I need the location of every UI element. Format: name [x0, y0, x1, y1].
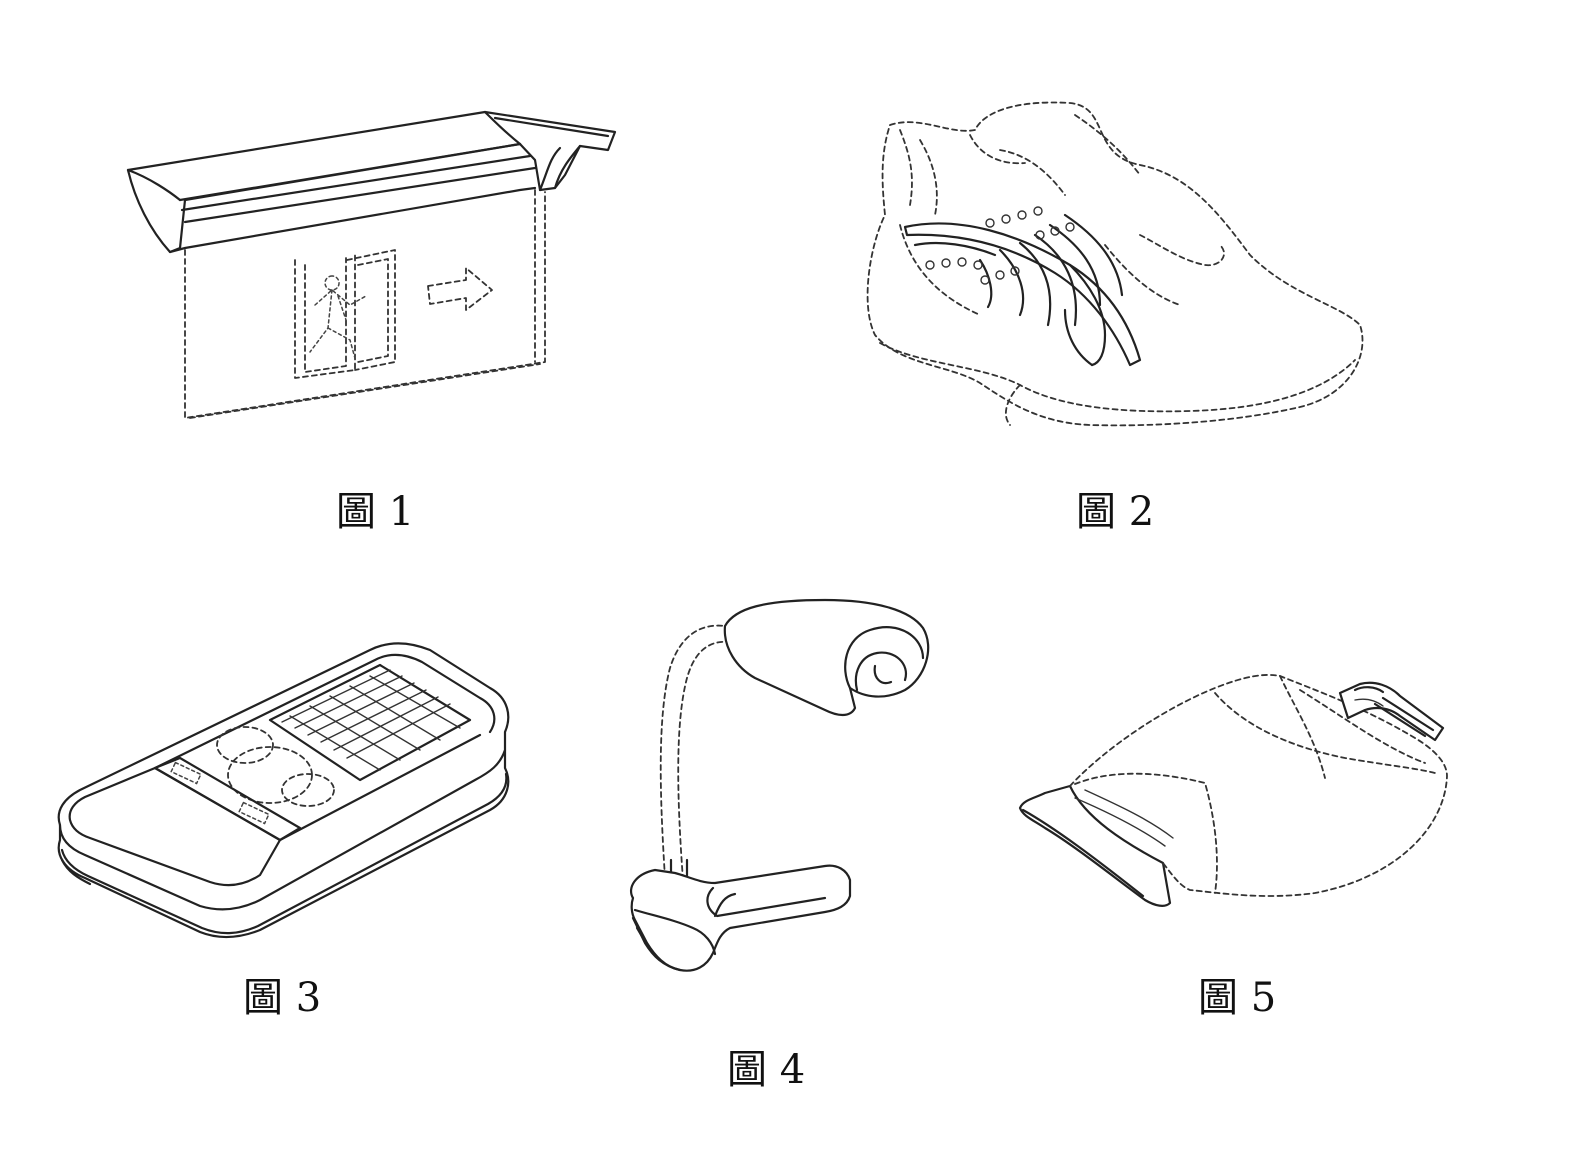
- figure-2-sneaker: [860, 95, 1380, 455]
- figure-2-caption: 圖 2: [1076, 489, 1155, 535]
- figure-3-remote-control: [50, 640, 520, 940]
- figure-1-exit-sign: [110, 100, 630, 430]
- figure-4-caption: 圖 4: [727, 1047, 806, 1093]
- figure-4-desk-lamp: [625, 598, 945, 988]
- figure-3-caption: 圖 3: [243, 975, 322, 1021]
- figure-5-caption: 圖 5: [1198, 975, 1277, 1021]
- figure-1-caption: 圖 1: [336, 489, 415, 535]
- figure-5-pouch: [1015, 668, 1465, 918]
